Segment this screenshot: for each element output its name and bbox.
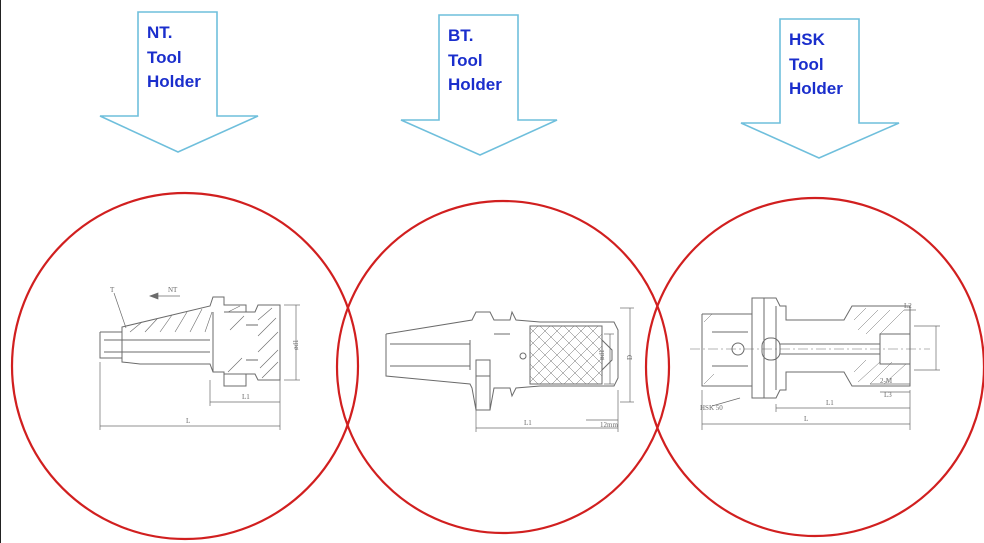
bt-dim-d: D bbox=[626, 355, 634, 360]
hsk-dimension-labels: HSK 50 L1 L L3 2-M L2 bbox=[700, 302, 912, 423]
bt-holder-drawing bbox=[385, 307, 634, 432]
hsk-label-line-2: Tool bbox=[789, 54, 824, 74]
nt-dim-angle: NT bbox=[168, 286, 178, 294]
nt-dim-d1: ød1 bbox=[292, 339, 300, 350]
hsk-dim-l2: L2 bbox=[904, 302, 912, 310]
left-border-line bbox=[0, 0, 1, 543]
nt-arrow bbox=[99, 11, 259, 153]
bt-dim-12mm: 12mm bbox=[600, 421, 618, 429]
bt-holder-label: BT. Tool Holder bbox=[448, 24, 502, 98]
nt-holder-drawing bbox=[99, 292, 300, 430]
hsk-label-line-3: Holder bbox=[789, 79, 843, 98]
hsk-arrow bbox=[740, 18, 900, 159]
bt-dim-l1: L1 bbox=[524, 419, 532, 427]
hsk-dim-l1: L1 bbox=[826, 399, 834, 407]
bt-highlight-circle bbox=[335, 199, 671, 535]
bt-label-line-3: Holder bbox=[448, 75, 502, 94]
hsk-holder-label: HSK Tool Holder bbox=[789, 28, 843, 102]
hsk-dim-hsk: HSK 50 bbox=[700, 404, 723, 412]
nt-dim-l1: L1 bbox=[242, 393, 250, 401]
nt-label-line-3: Holder bbox=[147, 72, 201, 91]
bt-label-line-1: BT. bbox=[448, 26, 474, 45]
nt-dim-l: L bbox=[186, 417, 190, 425]
nt-holder-label: NT. Tool Holder bbox=[147, 21, 201, 95]
hsk-dim-l: L bbox=[804, 415, 808, 423]
hsk-dim-2m: 2-M bbox=[880, 377, 893, 385]
hsk-holder-drawing bbox=[690, 297, 940, 430]
nt-label-line-2: Tool bbox=[147, 47, 182, 67]
bt-dimension-labels: ød1 D L1 12mm bbox=[524, 349, 634, 429]
nt-dim-t: T bbox=[110, 286, 115, 294]
hsk-dim-l3: L3 bbox=[884, 391, 892, 399]
nt-label-line-1: NT. bbox=[147, 23, 173, 42]
hsk-label-line-1: HSK bbox=[789, 30, 825, 49]
bt-arrow bbox=[400, 14, 558, 156]
bt-label-line-2: Tool bbox=[448, 50, 483, 70]
bt-dim-d1: ød1 bbox=[598, 349, 606, 360]
nt-highlight-circle bbox=[10, 191, 360, 541]
hsk-highlight-circle bbox=[644, 196, 984, 538]
nt-dimension-labels: T NT ød1 L1 L bbox=[110, 286, 300, 425]
